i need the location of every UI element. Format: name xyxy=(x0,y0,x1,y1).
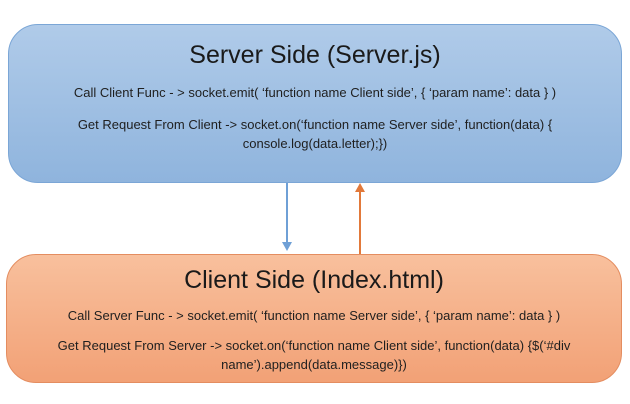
client-to-server-arrow xyxy=(355,183,365,254)
client-box-title: Client Side (Index.html) xyxy=(184,266,444,294)
server-to-client-arrow xyxy=(282,183,292,251)
arrow-up-icon xyxy=(355,183,365,192)
server-side-box: Server Side (Server.js) Call Client Func… xyxy=(8,24,622,183)
client-side-box: Client Side (Index.html) Call Server Fun… xyxy=(6,254,622,383)
server-to-client-arrow-shaft xyxy=(286,183,288,242)
server-box-title: Server Side (Server.js) xyxy=(189,41,441,69)
client-to-server-arrow-shaft xyxy=(359,191,361,254)
server-call-client-line: Call Client Func - > socket.emit( ‘funct… xyxy=(73,85,557,100)
client-call-server-line: Call Server Func - > socket.emit( ‘funct… xyxy=(67,308,561,323)
server-get-request-line: Get Request From Client -> socket.on(‘fu… xyxy=(77,117,553,151)
arrow-down-icon xyxy=(282,242,292,251)
client-get-request-line: Get Request From Server -> socket.on(‘fu… xyxy=(57,338,571,372)
